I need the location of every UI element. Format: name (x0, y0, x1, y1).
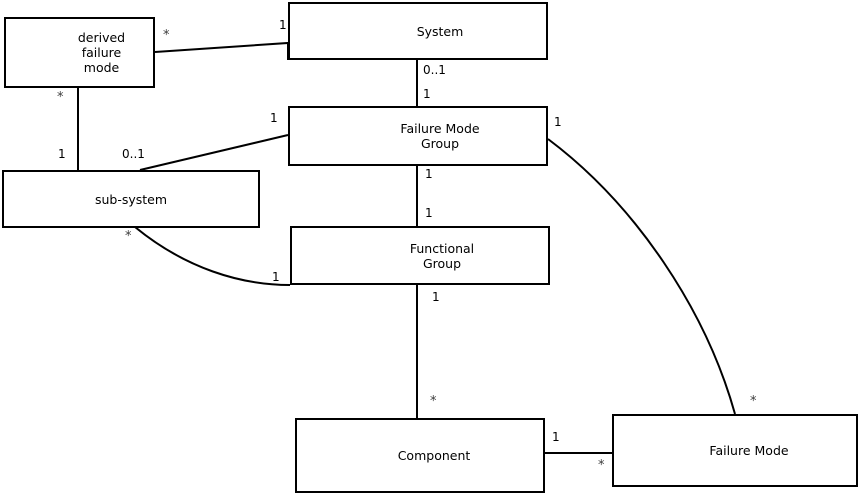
class-box-failure-mode-group[interactable]: Failure Mode Group (288, 106, 548, 166)
class-name-system: System (416, 23, 464, 39)
class-box-component[interactable]: Component (295, 418, 545, 493)
multiplicity-label-m-func-group-left-one: 1 (272, 270, 280, 284)
class-box-functional-group[interactable]: Functional Group (290, 226, 550, 285)
class-box-sub-system[interactable]: sub-system (2, 170, 260, 228)
class-name-sub-system: sub-system (94, 191, 168, 207)
multiplicity-label-m-system-to-dfm-one: 1 (279, 18, 287, 32)
multiplicity-label-m-component-up-star: * (430, 394, 437, 409)
multiplicity-label-m-dfm-down-star: * (57, 90, 64, 105)
multiplicity-label-m-func-group-up-one: 1 (425, 206, 433, 220)
multiplicity-label-m-fmg-up-one: 1 (423, 87, 431, 101)
association-derived-failure-mode--system (154, 41, 289, 60)
class-box-derived-failure-mode[interactable]: derived failure mode (4, 17, 155, 88)
multiplicity-label-m-func-group-down-one: 1 (432, 290, 440, 304)
association-sub-system--functional-group (134, 226, 291, 286)
class-box-failure-mode[interactable]: Failure Mode (612, 414, 858, 487)
class-name-failure-mode: Failure Mode (709, 443, 789, 458)
class-name-derived-failure-mode: derived failure mode (77, 30, 126, 75)
multiplicity-label-m-fmg-down-one: 1 (425, 167, 433, 181)
multiplicity-label-m-system-down-zero-one: 0..1 (423, 63, 446, 77)
multiplicity-label-m-fmg-right-one: 1 (554, 115, 562, 129)
multiplicity-label-m-fmg-left-one: 1 (270, 111, 278, 125)
multiplicity-label-m-failure-mode-left-star: * (598, 458, 605, 473)
multiplicity-label-m-sub-system-zero-one: 0..1 (122, 147, 145, 161)
association-sub-system--failure-mode-group (139, 134, 289, 171)
multiplicity-label-m-sub-system-up-one: 1 (58, 147, 66, 161)
multiplicity-label-m-dfm-to-system-star: * (163, 28, 170, 43)
multiplicity-label-m-failure-mode-top-star: * (750, 394, 757, 409)
class-name-component: Component (397, 448, 471, 463)
multiplicity-label-m-sub-system-down-star: * (125, 229, 132, 244)
class-box-system[interactable]: System (288, 2, 548, 60)
class-name-failure-mode-group: Failure Mode Group (400, 121, 480, 151)
association-failure-mode-group--failure-mode (547, 138, 736, 415)
multiplicity-label-m-component-right-one: 1 (552, 430, 560, 444)
class-name-functional-group: Functional Group (409, 240, 475, 271)
